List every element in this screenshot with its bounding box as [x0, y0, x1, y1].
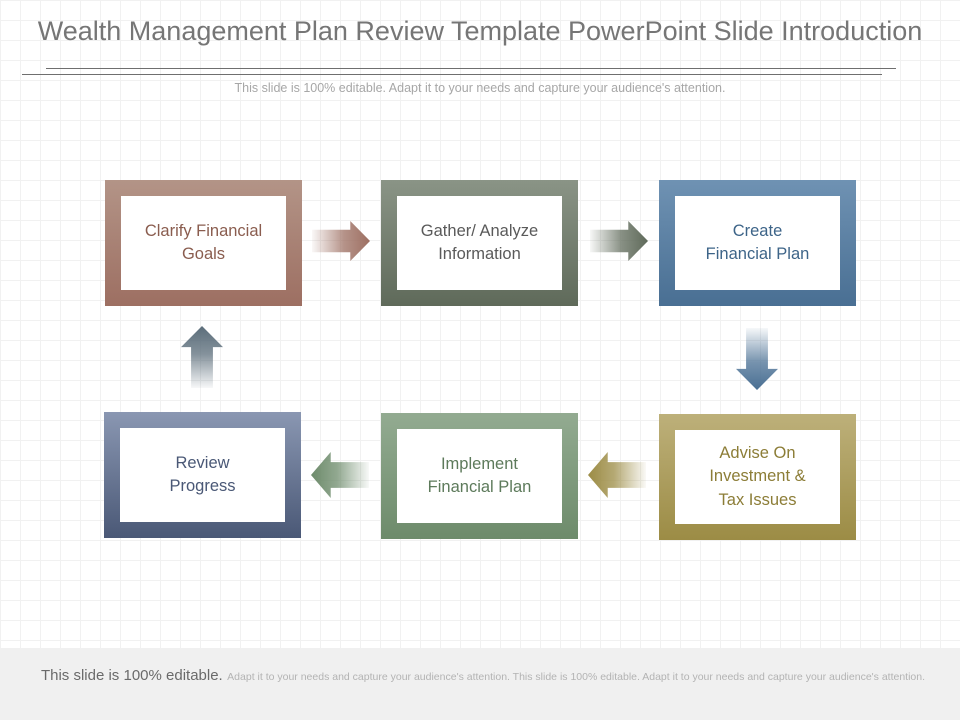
step-label: Clarify Financial Goals: [144, 221, 263, 263]
step-label: Implement Financial Plan: [427, 454, 532, 496]
arrow-shape: [588, 452, 646, 498]
arrow-left-icon: [588, 452, 646, 498]
step-box-inner: Implement Financial Plan: [397, 429, 562, 523]
arrow-shape: [590, 221, 648, 261]
step-label: Advise On Investment & Tax Issues: [709, 444, 806, 509]
step-box-inner: Review Progress: [120, 428, 285, 522]
arrow-down-icon: [736, 328, 778, 390]
footer-bar: This slide is 100% editable. Adapt it to…: [0, 648, 960, 720]
title-divider-top: [46, 68, 896, 69]
step-clarify-financial-goals[interactable]: Clarify Financial Goals: [105, 180, 302, 306]
arrow-left-icon: [311, 452, 369, 498]
step-label: Review Progress: [169, 453, 236, 495]
arrow-shape: [181, 326, 223, 388]
arrow-shape: [311, 452, 369, 498]
arrow-shape: [736, 328, 778, 390]
footer-lead: This slide is 100% editable.: [40, 667, 223, 684]
slide-title: Wealth Management Plan Review Template P…: [37, 16, 923, 46]
step-box-inner: Clarify Financial Goals: [121, 196, 286, 290]
step-label: Create Financial Plan: [705, 221, 810, 263]
footer-body: Adapt it to your needs and capture your …: [227, 671, 926, 683]
arrow-right-icon: [590, 221, 648, 261]
step-label: Gather/ Analyze Information: [420, 221, 539, 263]
step-implement-financial-plan[interactable]: Implement Financial Plan: [381, 413, 578, 539]
step-review-progress[interactable]: Review Progress: [104, 412, 301, 538]
step-box-inner: Create Financial Plan: [675, 196, 840, 290]
step-create-financial-plan[interactable]: Create Financial Plan: [659, 180, 856, 306]
slide-subtitle: This slide is 100% editable. Adapt it to…: [234, 81, 726, 95]
arrow-right-icon: [312, 221, 370, 261]
arrow-up-icon: [181, 326, 223, 388]
step-box-inner: Advise On Investment & Tax Issues: [675, 430, 840, 524]
arrow-shape: [312, 221, 370, 261]
step-advise-investment-tax[interactable]: Advise On Investment & Tax Issues: [659, 414, 856, 540]
step-box-inner: Gather/ Analyze Information: [397, 196, 562, 290]
title-divider-bottom: [22, 74, 882, 75]
step-gather-analyze-information[interactable]: Gather/ Analyze Information: [381, 180, 578, 306]
